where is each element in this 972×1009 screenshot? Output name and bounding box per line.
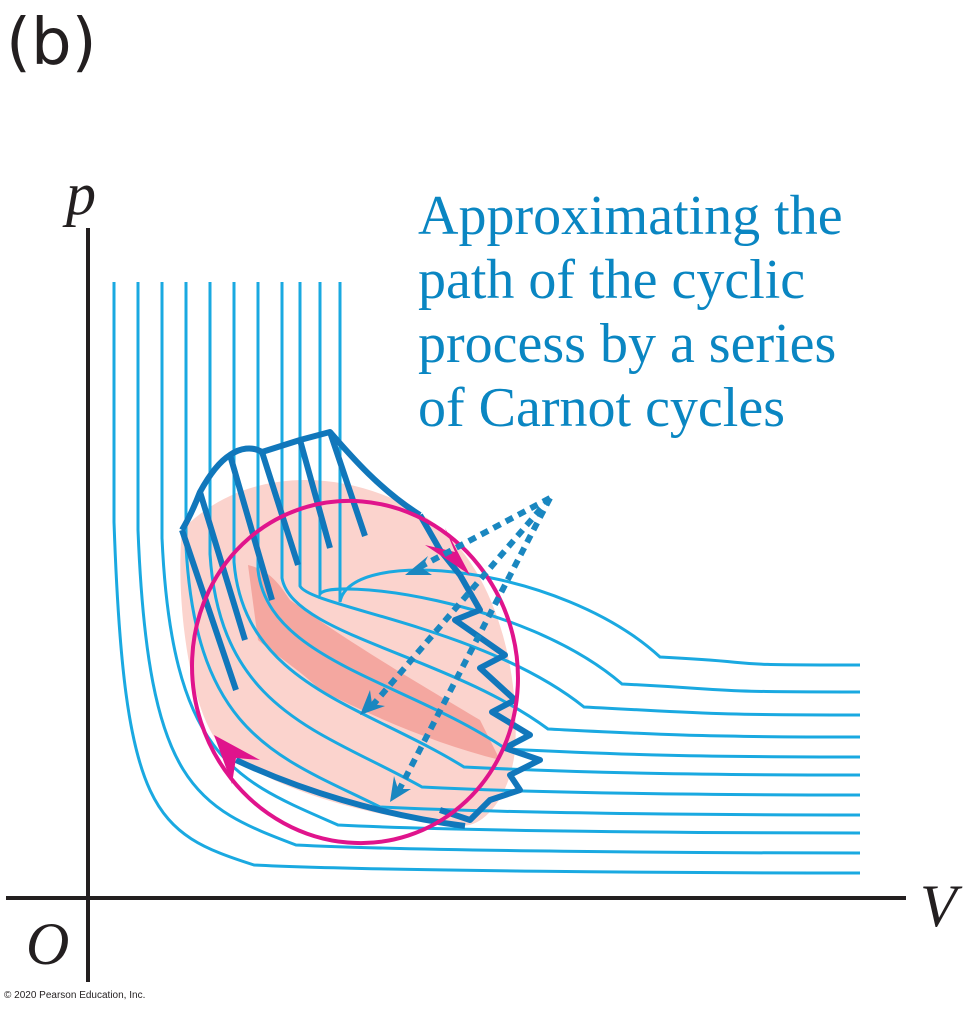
panel-label: (b)	[6, 6, 97, 80]
caption-line: process by a series	[418, 313, 837, 375]
isotherm-curve	[298, 282, 861, 717]
isotherm-curve	[280, 282, 861, 739]
isotherm-curve	[232, 282, 861, 777]
isotherm-curves	[112, 282, 861, 875]
origin-label: O	[26, 911, 70, 977]
carnot-cycle-path	[179, 429, 543, 829]
copyright-notice: © 2020 Pearson Education, Inc.	[4, 990, 146, 1001]
isotherm-curve	[184, 282, 861, 817]
isotherm-curve	[208, 282, 861, 797]
pointer-arrows	[369, 495, 553, 794]
isotherm-curve	[318, 282, 861, 694]
caption-line: Approximating the	[418, 185, 843, 247]
isotherm-curve	[112, 282, 861, 875]
caption: Approximating the path of the cyclic pro…	[418, 184, 843, 440]
caption-line: path of the cyclic	[418, 249, 806, 311]
cycle-arrow-bottom	[214, 735, 260, 784]
cyclic-process-path	[190, 498, 520, 846]
y-axis-label: p	[66, 161, 96, 227]
isotherm-curve	[338, 282, 861, 667]
pointer-arrowheads	[360, 556, 432, 802]
isotherm-curve	[160, 282, 861, 835]
isotherm-curve	[136, 282, 861, 855]
x-axis-label: V	[920, 873, 957, 939]
caption-line: of Carnot cycles	[418, 377, 785, 439]
